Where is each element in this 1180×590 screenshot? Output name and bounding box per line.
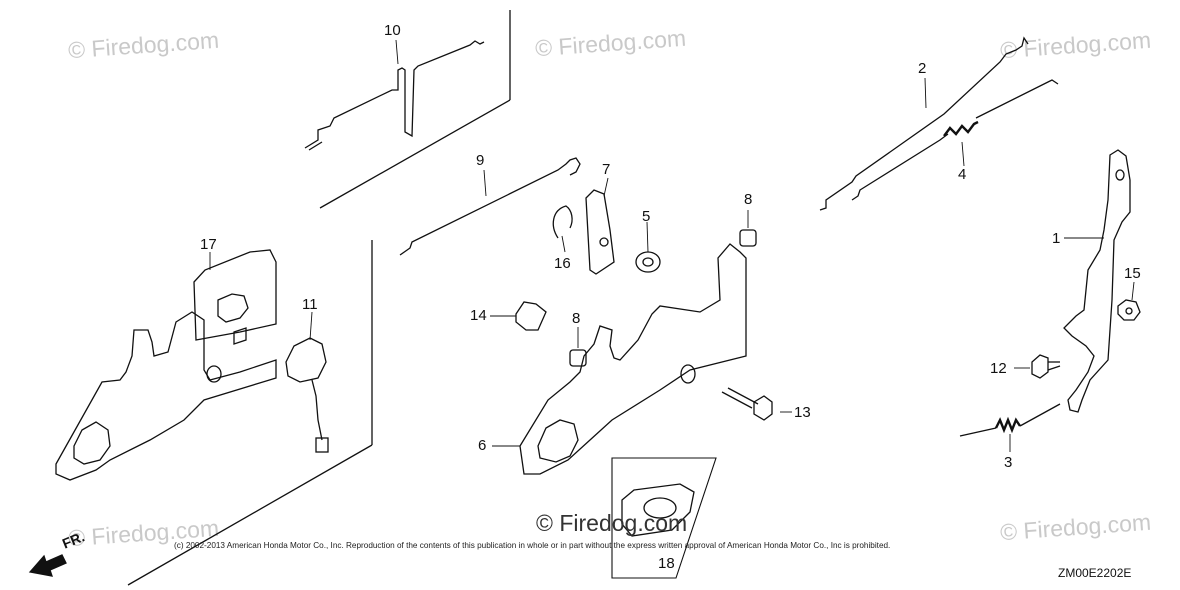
part-4-rod-spring bbox=[851, 79, 1059, 201]
part-1-lever bbox=[1063, 149, 1131, 413]
callout-2: 2 bbox=[918, 60, 927, 77]
callout-16: 16 bbox=[554, 255, 571, 272]
part-16-clip bbox=[552, 205, 573, 239]
callout-9: 9 bbox=[476, 152, 485, 169]
part-5-washer bbox=[635, 251, 661, 273]
callout-4: 4 bbox=[958, 166, 967, 183]
part-18-gasket-box bbox=[611, 457, 717, 579]
callout-6: 6 bbox=[478, 437, 487, 454]
callout-3: 3 bbox=[1004, 454, 1013, 471]
part-8-grommet-b bbox=[569, 349, 587, 367]
part-10-rod bbox=[304, 40, 485, 151]
divider-line bbox=[319, 99, 511, 209]
callout-10: 10 bbox=[384, 22, 401, 39]
part-6-plate bbox=[519, 243, 747, 475]
part-17-cover bbox=[193, 249, 277, 345]
callout-8: 8 bbox=[744, 191, 753, 208]
callout-18: 18 bbox=[658, 555, 675, 572]
callout-11: 11 bbox=[302, 296, 318, 313]
divider-line bbox=[127, 444, 373, 586]
callout-17: 17 bbox=[200, 236, 217, 253]
copyright-notice: (c) 2002-2013 American Honda Motor Co., … bbox=[174, 541, 891, 550]
part-15-nut bbox=[1117, 299, 1141, 321]
part-12-bolt bbox=[1031, 354, 1061, 379]
part-3-spring bbox=[959, 403, 1061, 437]
callout-12: 12 bbox=[990, 360, 1007, 377]
front-arrow-icon bbox=[28, 554, 67, 577]
part-2-rod bbox=[819, 36, 1029, 211]
callout-8: 8 bbox=[572, 310, 581, 327]
left-plate bbox=[55, 311, 277, 481]
center-watermark: © Firedog.com bbox=[536, 510, 688, 536]
part-7-bracket bbox=[585, 189, 615, 275]
part-13-bolt bbox=[721, 387, 773, 421]
part-11-switch bbox=[285, 337, 329, 453]
callout-5: 5 bbox=[642, 208, 651, 225]
callout-14: 14 bbox=[470, 307, 487, 324]
callout-13: 13 bbox=[794, 404, 811, 421]
diagram-code: ZM00E2202E bbox=[1058, 566, 1132, 580]
part-9-rod bbox=[399, 157, 581, 256]
callout-7: 7 bbox=[602, 161, 611, 178]
callout-15: 15 bbox=[1124, 265, 1141, 282]
part-14-clip bbox=[515, 301, 547, 331]
part-8-grommet-a bbox=[739, 229, 757, 247]
leader-lines bbox=[209, 39, 1135, 452]
callout-1: 1 bbox=[1052, 230, 1061, 247]
